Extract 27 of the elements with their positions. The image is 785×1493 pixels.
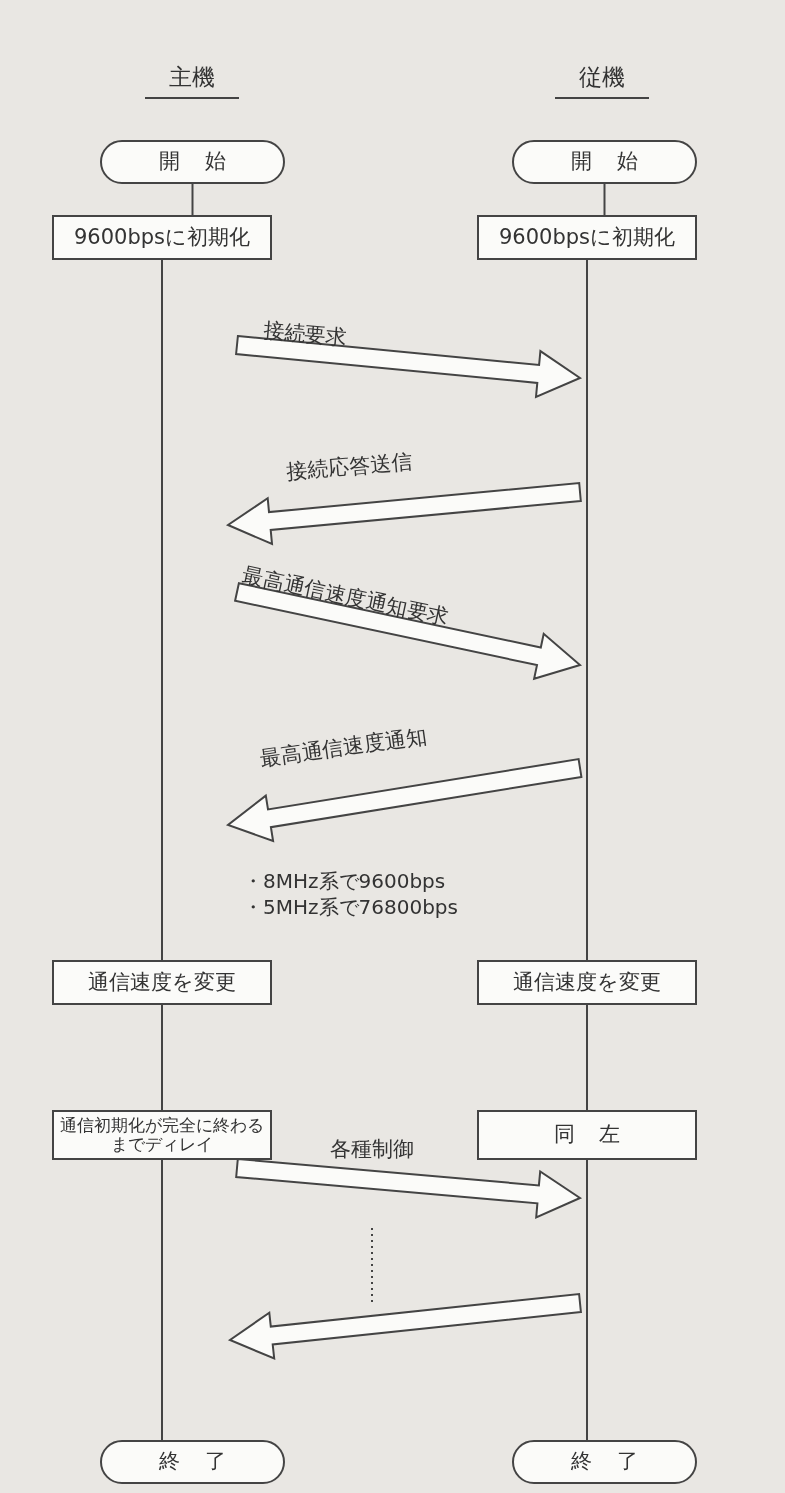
lifeline xyxy=(586,1004,588,1111)
message-label: 各種制御 xyxy=(330,1136,414,1163)
lifeline xyxy=(191,183,194,216)
lifeline xyxy=(161,259,163,961)
message-label: 最高通信速度通知 xyxy=(258,722,429,773)
lifeline xyxy=(161,1159,163,1441)
message-label: 接続要求 xyxy=(262,317,349,352)
column-heading: 主機 xyxy=(145,62,239,99)
process-box: 通信速度を変更 xyxy=(52,960,272,1005)
message-label: 接続応答送信 xyxy=(285,448,414,486)
terminal-box: 終 了 xyxy=(512,1440,697,1484)
lifeline xyxy=(603,183,606,216)
process-box: 通信初期化が完全に終わるまでディレイ xyxy=(52,1110,272,1160)
terminal-box: 開 始 xyxy=(100,140,285,184)
terminal-box: 終 了 xyxy=(100,1440,285,1484)
process-box: 通信速度を変更 xyxy=(477,960,697,1005)
terminal-box: 開 始 xyxy=(512,140,697,184)
column-heading: 従機 xyxy=(555,62,649,99)
message-label: 最高通信速度通知要求 xyxy=(240,561,452,632)
process-box: 9600bpsに初期化 xyxy=(52,215,272,260)
process-box: 同 左 xyxy=(477,1110,697,1160)
note-text: ・8MHz系で9600bps xyxy=(243,868,446,895)
lifeline xyxy=(586,259,588,961)
note-text: ・5MHz系で76800bps xyxy=(243,894,458,921)
lifeline xyxy=(586,1159,588,1441)
process-box: 9600bpsに初期化 xyxy=(477,215,697,260)
lifeline xyxy=(161,1004,163,1111)
